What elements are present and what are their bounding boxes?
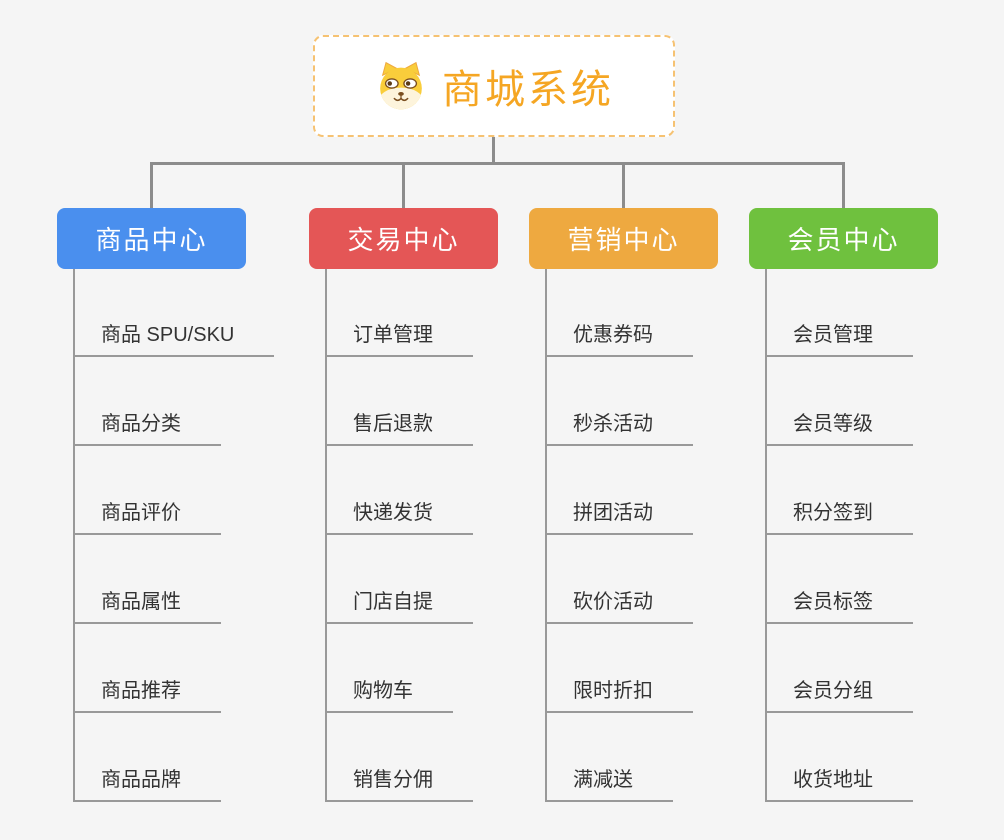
root-stub-line (492, 137, 495, 165)
connector-drop-line (150, 162, 153, 208)
connector-drop-line (402, 162, 405, 208)
branch-node[interactable]: 会员中心 (749, 208, 938, 269)
branch-node[interactable]: 商品中心 (57, 208, 246, 269)
leaf-node[interactable]: 销售分佣 (325, 766, 473, 802)
leaf-node[interactable]: 售后退款 (325, 410, 473, 446)
leaf-node[interactable]: 购物车 (325, 677, 453, 713)
leaf-node[interactable]: 优惠券码 (545, 321, 693, 357)
branch-node[interactable]: 交易中心 (309, 208, 498, 269)
leaf-node[interactable]: 商品分类 (73, 410, 221, 446)
root-node[interactable]: 商城系统 (313, 35, 675, 137)
leaf-node[interactable]: 积分签到 (765, 499, 913, 535)
leaf-node[interactable]: 商品推荐 (73, 677, 221, 713)
leaf-node[interactable]: 商品品牌 (73, 766, 221, 802)
branch-trunk-line (765, 269, 767, 802)
connector-hline (150, 162, 845, 165)
leaf-node[interactable]: 会员等级 (765, 410, 913, 446)
branch-trunk-line (545, 269, 547, 802)
leaf-node[interactable]: 秒杀活动 (545, 410, 693, 446)
branch-trunk-line (325, 269, 327, 802)
leaf-node[interactable]: 商品属性 (73, 588, 221, 624)
branch-node[interactable]: 营销中心 (529, 208, 718, 269)
leaf-node[interactable]: 商品评价 (73, 499, 221, 535)
leaf-node[interactable]: 拼团活动 (545, 499, 693, 535)
leaf-node[interactable]: 会员管理 (765, 321, 913, 357)
root-title: 商城系统 (442, 68, 614, 112)
leaf-node[interactable]: 商品 SPU/SKU (73, 321, 275, 357)
leaf-node[interactable]: 会员标签 (765, 588, 913, 624)
leaf-node[interactable]: 门店自提 (325, 588, 473, 624)
branch-trunk-line (73, 269, 75, 802)
connector-drop-line (622, 162, 625, 208)
leaf-node[interactable]: 订单管理 (325, 321, 473, 357)
connector-drop-line (842, 162, 845, 208)
leaf-node[interactable]: 砍价活动 (545, 588, 693, 624)
leaf-node[interactable]: 满减送 (545, 766, 673, 802)
leaf-node[interactable]: 限时折扣 (545, 677, 693, 713)
doge-face-icon (380, 61, 422, 110)
leaf-node[interactable]: 快递发货 (325, 499, 473, 535)
leaf-node[interactable]: 收货地址 (765, 766, 913, 802)
leaf-node[interactable]: 会员分组 (765, 677, 913, 713)
